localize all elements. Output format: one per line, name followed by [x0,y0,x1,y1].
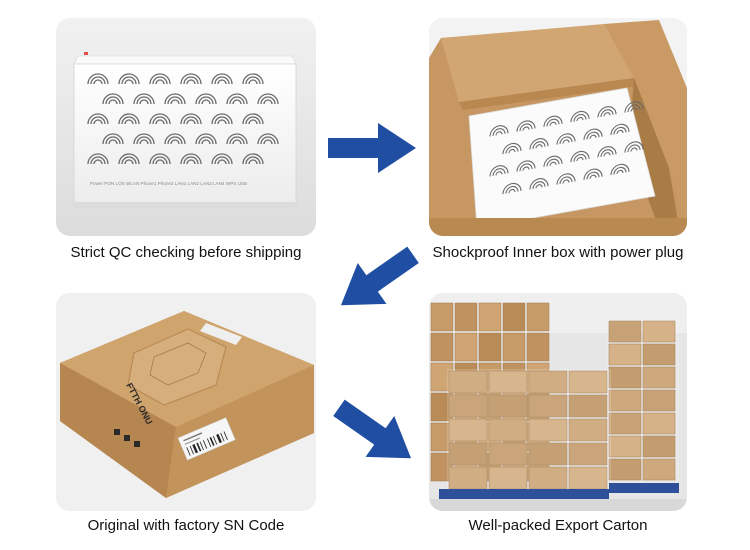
pallet-illustration [429,293,687,511]
factory-box-photo: FTTH ONU [56,293,316,511]
inner-vent-pattern [489,101,644,195]
router-illustration: Power PON LOS WLAN Phone1 Phone2 LAN1 LA… [56,18,316,236]
arrow-down-right-icon [333,399,412,459]
inner-box-photo [429,18,687,236]
router-photo: Power PON LOS WLAN Phone1 Phone2 LAN1 LA… [56,18,316,236]
caption-export: Well-packed Export Carton [468,517,648,534]
router-port-labels: Power PON LOS WLAN Phone1 Phone2 LAN1 LA… [90,181,247,186]
caption-factory: Original with factory SN Code [87,517,285,534]
arrow-right-icon [328,123,416,173]
factory-box-illustration: FTTH ONU [56,293,316,511]
export-carton-photo [429,293,687,511]
caption-qc: Strict QC checking before shipping [70,244,302,261]
sn-code-label [177,417,236,461]
inner-box-illustration [429,18,687,236]
vent-pattern [87,73,279,165]
arrow-down-left-icon [340,246,419,306]
package-symbols [114,429,140,447]
caption-inner-box: Shockproof Inner box with power plug [432,244,684,261]
